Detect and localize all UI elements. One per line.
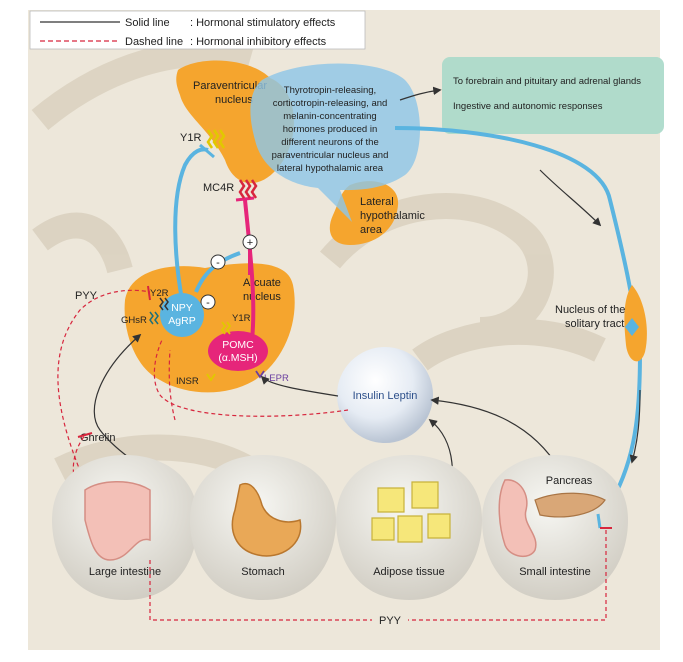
minus-sign-upper	[210, 254, 226, 270]
ghsr-receptor	[149, 311, 159, 325]
msh-label: (α.MSH)	[218, 352, 257, 364]
brain-folds	[31, 40, 606, 482]
pyy-label-upper: PYY	[75, 290, 98, 302]
large-intestine-icon	[84, 481, 151, 561]
legend-dashed-name: Dashed line	[125, 36, 183, 48]
lateral-label-1: Lateral	[360, 196, 394, 208]
y1r-top-label: Y1R	[180, 132, 201, 144]
lateral-label-3: area	[360, 224, 383, 236]
y2r-label: Y2R	[150, 288, 169, 299]
orb-to-arcuate-dashed	[153, 339, 349, 417]
arrow-solitary-down	[629, 389, 641, 464]
pancreas-to-orb	[430, 396, 561, 471]
paraventricular-label-2: nucleus	[215, 94, 253, 106]
paraventricular-label-1: Paraventricular	[193, 80, 267, 92]
legend-dashed-desc: : Hormonal inhibitory effects	[190, 36, 327, 48]
arcuate-label-1: Arcuate	[243, 277, 281, 289]
npy-label: NPY	[171, 302, 193, 314]
arrow-to-output	[399, 86, 442, 101]
y1r-top-receptor	[206, 129, 226, 149]
y1r-inhibit-bar	[199, 143, 215, 159]
solitary-label-2: solitary tract	[565, 318, 624, 330]
mc4r-stimulate-bar	[235, 196, 255, 202]
svg-text:different neurons of the: different neurons of the	[281, 137, 379, 148]
lateral-hypothalamic-area	[329, 181, 399, 245]
solitary-diamond	[625, 318, 639, 336]
agrp-label: AgRP	[168, 315, 195, 327]
minus-sign-upper-label: -	[216, 257, 220, 269]
npy-to-y1r-path	[173, 147, 209, 301]
minus-sign-arcuate	[200, 294, 216, 310]
label-stomach: Stomach	[241, 566, 284, 578]
pyy-label-bottom: PYY	[379, 615, 402, 627]
orb-inhibit-pomc	[168, 349, 176, 421]
small-intestine-inhibit-bar	[596, 513, 602, 529]
output-forebrain: To forebrain and pituitary and adrenal g…	[453, 76, 641, 87]
organ-small-intestine: Pancreas Small intestine	[482, 455, 628, 600]
ghrelin-inhibit-bar	[77, 432, 93, 438]
svg-text:melanin-concentrating: melanin-concentrating	[283, 111, 376, 122]
pyy-upper-inhibit-bar	[147, 285, 151, 301]
mc4r-label: MC4R	[203, 182, 234, 194]
svg-text:corticotropin-releasing, and: corticotropin-releasing, and	[273, 98, 388, 109]
legend: Solid line : Hormonal stimulatory effect…	[29, 10, 366, 50]
orb-to-arcuate-arrow	[260, 375, 339, 397]
pancreas-icon	[534, 492, 606, 518]
label-adipose: Adipose tissue	[373, 566, 445, 578]
organ-stomach: Stomach	[190, 455, 336, 600]
arcuate-label-2: nucleus	[243, 291, 281, 303]
pvn-to-solitary-path	[394, 126, 634, 301]
arrow-to-solitary	[539, 169, 602, 227]
pomc-neuron	[208, 331, 268, 371]
adipose-icon	[371, 481, 451, 543]
pomc-label: POMC	[222, 339, 254, 351]
plus-sign-label: +	[247, 237, 253, 249]
pyy-upper-path	[57, 289, 151, 506]
npy-agrp-neuron	[160, 293, 204, 337]
svg-text:hormones produced in: hormones produced in	[283, 124, 378, 135]
insr-label: INSR	[176, 376, 199, 387]
svg-text:paraventricular nucleus and: paraventricular nucleus and	[272, 150, 389, 161]
hormones-text: Thyrotropin-releasing, corticotropin-rel…	[272, 85, 389, 174]
mc4r-receptor	[238, 179, 258, 199]
ghsr-label: GHsR	[121, 315, 147, 326]
svg-text:Thyrotropin-releasing,: Thyrotropin-releasing,	[284, 85, 376, 96]
insr-receptor	[206, 373, 216, 382]
label-small-intestine: Small intestine	[519, 566, 591, 578]
svg-text:lateral hypothalamic area: lateral hypothalamic area	[277, 163, 384, 174]
label-pancreas: Pancreas	[546, 475, 593, 487]
lepr-receptor	[255, 370, 265, 379]
insulin-leptin-orb	[337, 347, 433, 443]
ghrelin-label: Ghrelin	[80, 432, 115, 444]
stomach-icon	[231, 483, 302, 557]
pyy-bottom-label-bg	[372, 612, 408, 628]
y1r-arc-receptor	[220, 321, 232, 335]
organ-adipose: Adipose tissue	[336, 455, 482, 600]
lateral-label-2: hypothalamic	[360, 210, 425, 222]
y2r-receptor	[159, 297, 169, 311]
label-large-intestine: Large intestine	[89, 566, 161, 578]
small-intestine-icon	[498, 479, 537, 557]
insulin-leptin-label: Insulin Leptin	[353, 390, 418, 402]
organ-large-intestine: Large intestine	[52, 455, 198, 600]
output-ingestive: Ingestive and autonomic responses	[453, 101, 603, 112]
solitary-label-1: Nucleus of the	[555, 304, 625, 316]
legend-solid-name: Solid line	[125, 17, 170, 29]
output-box: To forebrain and pituitary and adrenal g…	[442, 57, 664, 134]
hormones-bubble	[250, 63, 420, 222]
minus-sign-arcuate-label: -	[206, 297, 210, 309]
y1r-arc-label: Y1R	[232, 313, 251, 324]
legend-solid-desc: : Hormonal stimulatory effects	[190, 17, 336, 29]
lepr-label: LEPR	[264, 373, 289, 384]
plus-sign	[242, 234, 258, 250]
